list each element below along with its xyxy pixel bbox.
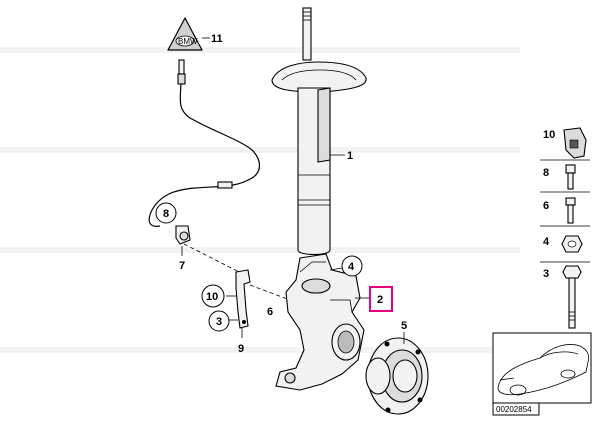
legend-item-6: 6 — [543, 200, 549, 212]
callout-10-circle — [201, 284, 225, 308]
callout-7: 7 — [179, 260, 185, 272]
callout-6: 6 — [267, 306, 273, 318]
wear-sensor — [175, 225, 246, 276]
vehicle-thumbnail: 00202854 — [492, 332, 592, 416]
callout-2-box — [369, 286, 393, 312]
side-legend: 10 8 6 4 3 — [540, 127, 590, 334]
warning-triangle-label: BMW — [167, 17, 210, 51]
callout-10: 10 — [206, 291, 218, 303]
wear-sensor-cable — [148, 59, 261, 227]
callout-2: 2 — [377, 294, 383, 306]
callout-8: 8 — [163, 208, 169, 220]
bracket — [226, 269, 291, 338]
callout-3: 3 — [216, 316, 222, 328]
legend-item-4: 4 — [543, 236, 550, 248]
callout-1: 1 — [347, 150, 353, 162]
callout-4: 4 — [348, 261, 355, 273]
steering-knuckle — [275, 253, 370, 391]
wheel-hub — [365, 332, 429, 415]
callout-5: 5 — [401, 320, 407, 332]
callout-9: 9 — [238, 343, 244, 355]
callout-3-circle — [208, 310, 230, 332]
legend-item-3: 3 — [543, 268, 549, 280]
warning-label-text: BMW — [178, 37, 198, 46]
callout-11: 11 — [211, 33, 223, 45]
strut-assembly — [271, 7, 367, 256]
background-watermark — [0, 47, 520, 353]
callout-4-circle — [341, 255, 363, 277]
legend-item-8: 8 — [543, 167, 549, 179]
legend-item-10: 10 — [543, 129, 555, 141]
callout-8-circle — [155, 202, 177, 224]
image-number: 00202854 — [496, 405, 532, 414]
